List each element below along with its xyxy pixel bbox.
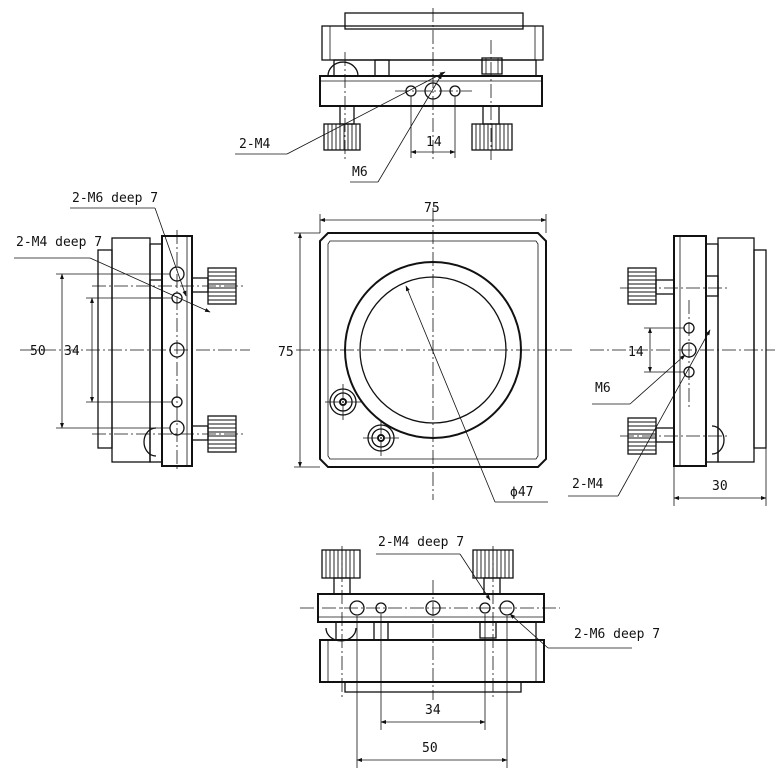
left-dim-34: 34 — [64, 344, 80, 359]
left-view: 50 34 2-M6 deep 7 2-M4 deep 7 — [14, 191, 250, 470]
front-dim-75-height: 75 — [278, 345, 294, 360]
top-view: 14 2-M4 M6 — [235, 8, 544, 183]
right-label-m6: M6 — [595, 381, 611, 396]
front-view: 75 75 ϕ47 — [278, 201, 572, 503]
left-label-2m6: 2-M6 deep 7 — [72, 191, 158, 206]
bottom-dim-34: 34 — [425, 703, 441, 718]
right-dim-14: 14 — [628, 345, 644, 360]
top-label-2m4: 2-M4 — [239, 137, 270, 152]
top-dim-14: 14 — [426, 135, 442, 150]
right-label-2m4: 2-M4 — [572, 477, 603, 492]
front-dim-75-width: 75 — [424, 201, 440, 216]
bottom-view: 34 50 2-M4 deep 7 2-M6 deep 7 — [300, 535, 660, 768]
right-view: 14 M6 2-M4 30 — [568, 235, 775, 506]
left-dim-50: 50 — [30, 344, 46, 359]
front-label-phi47: ϕ47 — [510, 485, 533, 500]
right-dim-30: 30 — [712, 479, 728, 494]
bottom-label-2m6: 2-M6 deep 7 — [574, 627, 660, 642]
bottom-label-2m4: 2-M4 deep 7 — [378, 535, 464, 550]
left-label-2m4: 2-M4 deep 7 — [16, 235, 102, 250]
bottom-dim-50: 50 — [422, 741, 438, 756]
top-label-m6: M6 — [352, 165, 368, 180]
